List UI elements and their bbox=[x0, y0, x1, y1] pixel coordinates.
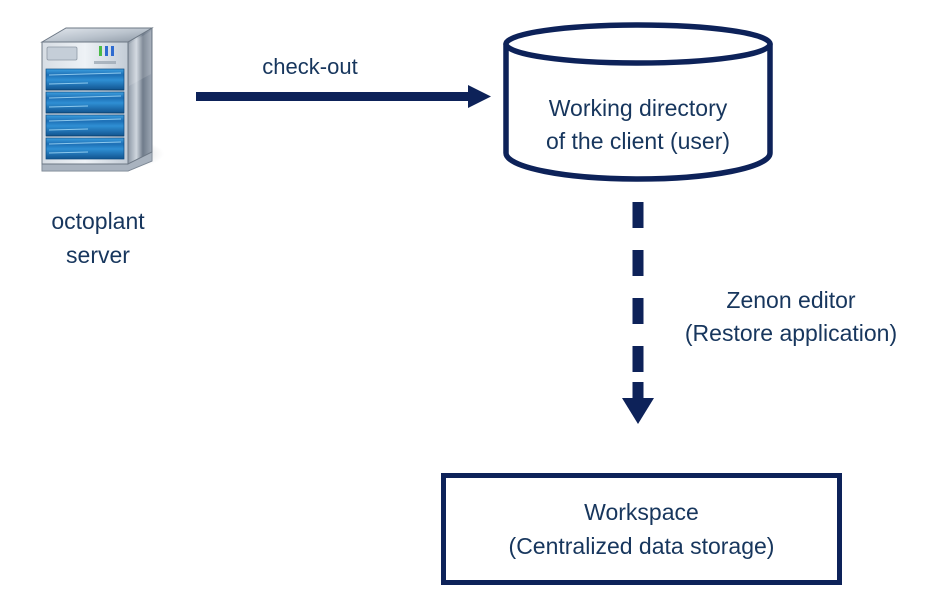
server-tower-icon bbox=[28, 24, 168, 176]
workspace-label: Workspace (Centralized data storage) bbox=[508, 499, 775, 559]
dashed-arrow-down-icon bbox=[618, 200, 660, 426]
restore-arrow-label: Zenon editor (Restore application) bbox=[684, 287, 898, 346]
server-label: octoplant server bbox=[51, 208, 145, 268]
arrow-right-icon bbox=[196, 84, 492, 110]
working-directory-cylinder: Working directory of the client (user) bbox=[498, 20, 778, 182]
checkout-arrow-label: check-out bbox=[262, 54, 358, 79]
workspace-box: Workspace (Centralized data storage) bbox=[441, 473, 842, 585]
working-directory-label: Working directory of the client (user) bbox=[545, 95, 731, 154]
